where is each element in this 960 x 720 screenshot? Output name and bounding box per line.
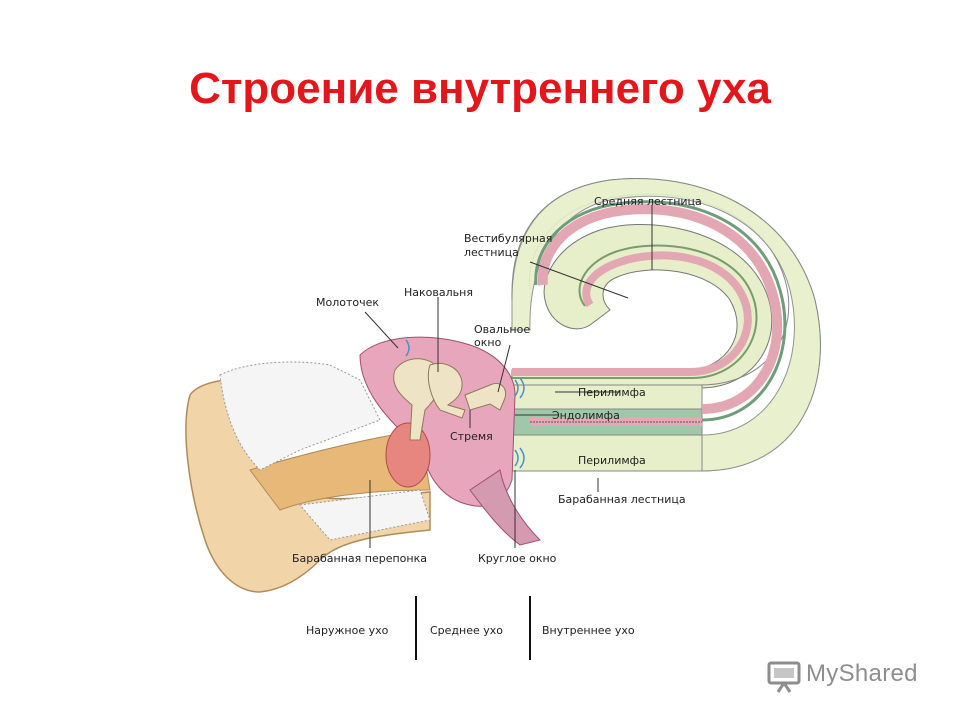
label-vestibular-scala-2: лестница <box>464 246 519 259</box>
eustachian-tube <box>469 469 541 546</box>
label-perilymph-bottom: Перилимфа <box>578 454 646 467</box>
eardrum <box>385 422 431 488</box>
label-oval-window-2: окно <box>474 336 502 349</box>
label-oval-window-1: Овальное <box>474 323 530 336</box>
incus <box>427 363 466 419</box>
label-malleus: Молоточек <box>316 296 379 309</box>
temporal-bone <box>219 361 381 471</box>
label-vestibular-scala-1: Вестибулярная <box>464 232 552 245</box>
label-tympanic-scala: Барабанная лестница <box>558 493 686 506</box>
cochlea-spiral <box>512 251 752 376</box>
label-stapes: Стремя <box>450 430 493 443</box>
label-eardrum: Барабанная перепонка <box>292 552 427 565</box>
myshared-logo: MyShared <box>766 658 936 694</box>
stapes <box>464 383 507 411</box>
label-round-window: Круглое окно <box>478 552 557 565</box>
label-perilymph-top: Перилимфа <box>578 386 646 399</box>
perilymph-lower <box>511 434 703 472</box>
page-title: Строение внутреннего уха <box>189 64 771 113</box>
section-inner-ear: Внутреннее ухо <box>542 624 635 637</box>
logo-text: MyShared <box>806 660 918 687</box>
section-outer-ear: Наружное ухо <box>306 624 389 637</box>
label-middle-scala: Средняя лестница <box>594 195 702 208</box>
label-incus: Наковальня <box>404 286 473 299</box>
perilymph-upper <box>511 384 703 410</box>
presentation-board-icon <box>767 661 801 693</box>
label-endolymph: Эндолимфа <box>552 409 620 422</box>
section-middle-ear: Среднее ухо <box>430 624 503 637</box>
